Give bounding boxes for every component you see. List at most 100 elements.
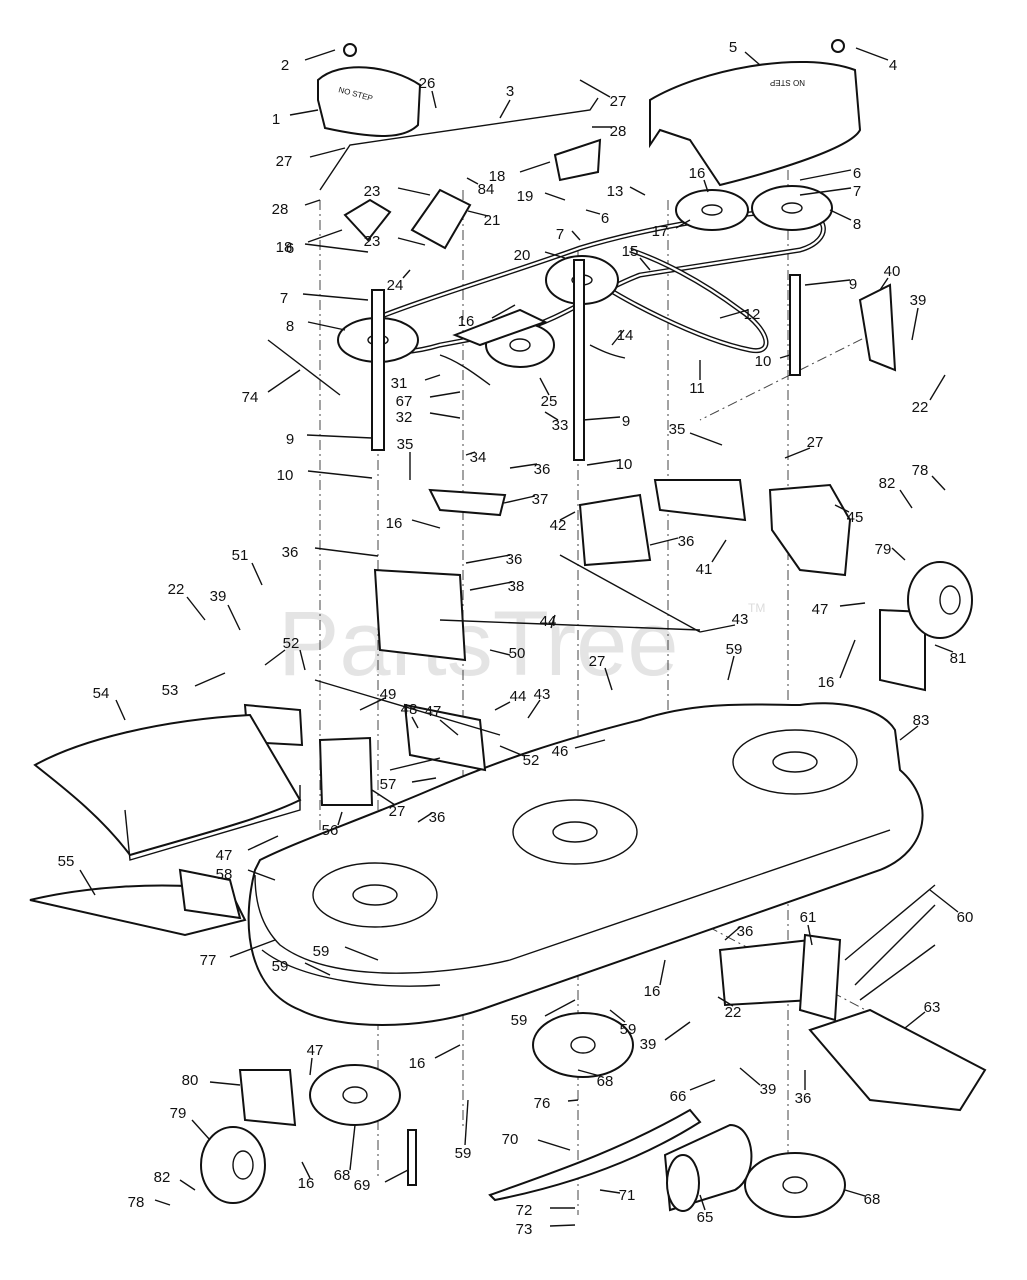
callout-leader-2 [304, 49, 336, 61]
callout-36: 36 [282, 544, 299, 561]
callout-42: 42 [550, 517, 567, 534]
callout-56: 56 [322, 822, 339, 839]
callout-36: 36 [506, 551, 523, 568]
callout-leader-5 [744, 51, 761, 66]
callout-77: 77 [200, 952, 217, 969]
callout-66: 66 [670, 1088, 687, 1105]
callout-81: 81 [950, 650, 967, 667]
callout-51: 51 [232, 547, 249, 564]
callout-47: 47 [812, 601, 829, 618]
callout-leader-43 [527, 699, 541, 719]
callout-43: 43 [732, 611, 749, 628]
callout-82: 82 [879, 475, 896, 492]
callout-36: 36 [737, 923, 754, 940]
callout-leader-9 [582, 416, 621, 421]
brackets [238, 138, 987, 1127]
callout-8: 8 [853, 216, 861, 233]
callout-leader-51 [251, 562, 263, 586]
callout-leader-40 [879, 277, 889, 291]
callout-leader-36 [724, 926, 741, 941]
callout-59: 59 [511, 1012, 528, 1029]
callout-71: 71 [619, 1187, 636, 1204]
callout-leader-31 [424, 374, 441, 381]
callout-4: 4 [889, 57, 897, 74]
callout-leader-63 [904, 1011, 926, 1029]
callout-leader-6 [585, 209, 601, 215]
callout-59: 59 [272, 958, 289, 975]
screw-4 [831, 39, 845, 53]
callout-79: 79 [875, 541, 892, 558]
callout-28: 28 [610, 123, 627, 140]
callout-leader-44 [550, 614, 556, 629]
callout-12: 12 [744, 306, 761, 323]
callout-leader-36 [417, 812, 433, 823]
pulleys [337, 185, 833, 368]
callout-25: 25 [541, 393, 558, 410]
callout-leader-45 [834, 504, 850, 513]
callout-leader-59 [609, 1009, 626, 1023]
callout-leader-58 [247, 869, 276, 881]
callout-27: 27 [589, 653, 606, 670]
callout-leader-73 [549, 1224, 576, 1227]
callout-leader-22 [929, 374, 946, 401]
callout-59: 59 [726, 641, 743, 658]
callout-leader-79 [891, 547, 906, 561]
callout-leader-24 [402, 269, 411, 279]
callout-leader-68 [349, 1124, 356, 1171]
callout-6: 6 [601, 210, 609, 227]
callout-leader-67 [429, 391, 461, 398]
belt-cover-right: NO STEP [649, 60, 862, 187]
callout-33: 33 [552, 417, 569, 434]
callout-15: 15 [622, 243, 639, 260]
callout-leader-27 [309, 147, 346, 158]
callout-leader-7 [302, 293, 369, 301]
callout-16: 16 [409, 1055, 426, 1072]
callout-57: 57 [380, 776, 397, 793]
callout-leader-1 [289, 109, 319, 116]
callout-leader-10 [307, 470, 373, 479]
callout-7: 7 [853, 183, 861, 200]
callout-23: 23 [364, 233, 381, 250]
callout-19: 19 [517, 188, 534, 205]
callout-leader-18 [307, 229, 343, 243]
callout-13: 13 [607, 183, 624, 200]
callout-34: 34 [470, 449, 487, 466]
callout-36: 36 [795, 1090, 812, 1107]
callout-leader-70 [537, 1139, 571, 1151]
callout-47: 47 [216, 847, 233, 864]
callout-leader-21 [467, 210, 489, 217]
callout-leader-36 [649, 537, 679, 546]
callout-18: 18 [276, 239, 293, 256]
callout-leader-16 [411, 519, 441, 529]
callout-leader-74 [267, 369, 301, 393]
callout-27: 27 [807, 434, 824, 451]
callout-43: 43 [534, 686, 551, 703]
callout-28: 28 [272, 201, 289, 218]
callout-leader-47 [309, 1057, 313, 1076]
callout-74: 74 [242, 389, 259, 406]
spindle-bolt-69 [407, 1129, 417, 1186]
callout-80: 80 [182, 1072, 199, 1089]
callout-leader-43 [699, 624, 736, 633]
callout-36: 36 [429, 809, 446, 826]
callout-50: 50 [509, 645, 526, 662]
callout-68: 68 [864, 1191, 881, 1208]
callout-65: 65 [697, 1209, 714, 1226]
callout-54: 54 [93, 685, 110, 702]
callout-leader-42 [559, 511, 576, 521]
callout-67: 67 [396, 393, 413, 410]
callout-leader-59 [544, 999, 576, 1017]
callout-leader-16 [301, 1161, 311, 1179]
callout-46: 46 [552, 743, 569, 760]
callout-leader-20 [544, 251, 566, 259]
callout-leader-19 [544, 192, 566, 201]
callout-leader-13 [629, 186, 646, 196]
callout-22: 22 [725, 1004, 742, 1021]
discharge-chute [33, 713, 302, 861]
callout-73: 73 [516, 1221, 533, 1238]
callout-61: 61 [800, 909, 817, 926]
callout-leader-28 [304, 199, 321, 206]
belt-cover-left: NO STEP [317, 66, 422, 137]
callout-leader-18 [519, 161, 551, 173]
callout-leader-78 [931, 475, 946, 491]
